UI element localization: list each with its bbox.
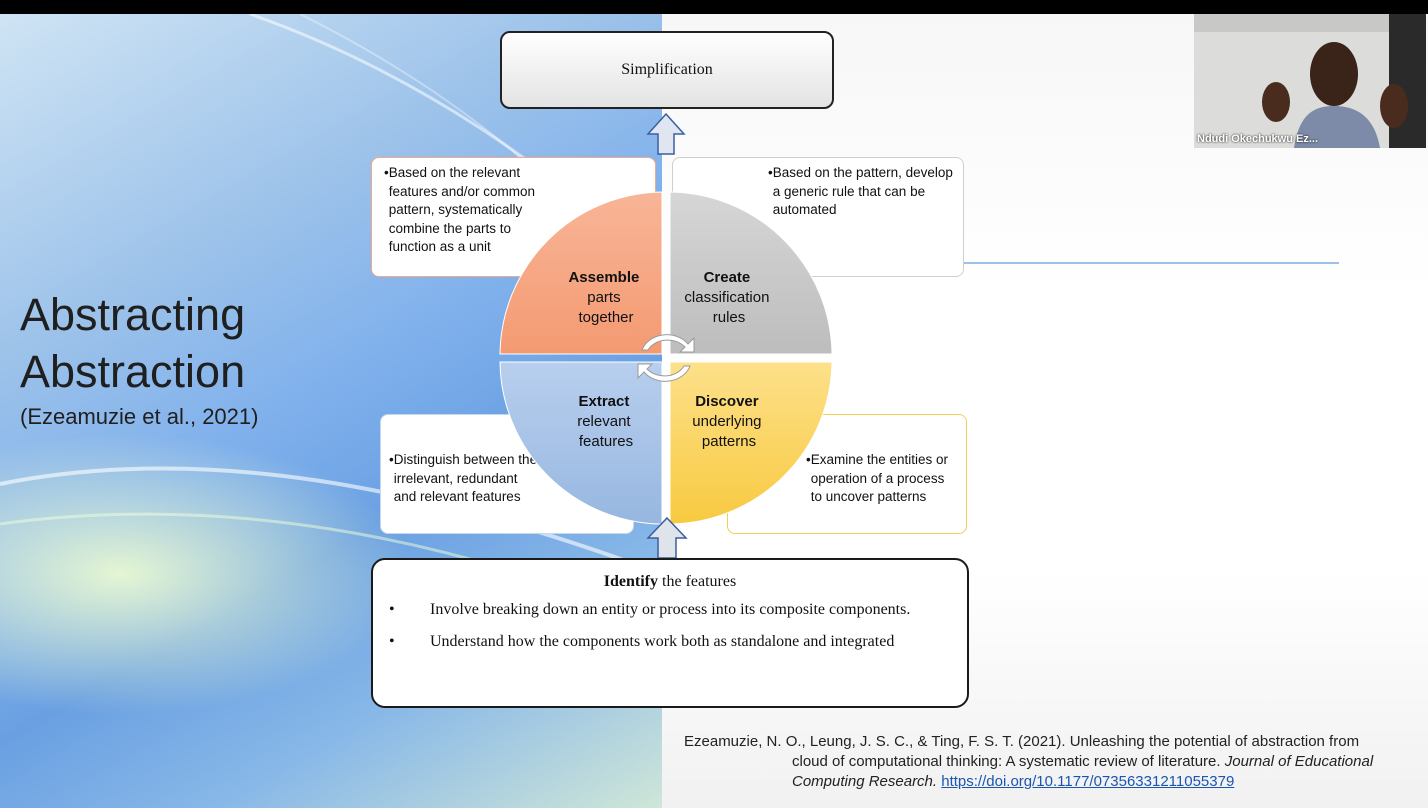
reference-citation: Ezeamuzie, N. O., Leung, J. S. C., & Tin… <box>684 732 1414 792</box>
note-create-text: Based on the pattern, develop a generic … <box>772 165 953 217</box>
title-line-2: Abstraction <box>20 346 246 397</box>
reference-title: cloud of computational thinking: A syste… <box>792 753 1221 770</box>
quadrant-extract-title: Extract <box>578 393 629 410</box>
participant-video-tile[interactable]: Ndudi Okechukwu Ez... <box>1194 14 1426 148</box>
participant-video-icon <box>1194 14 1426 148</box>
participant-name: Ndudi Okechukwu Ez... <box>1197 133 1319 145</box>
arrow-up-to-simplification-icon <box>646 112 686 155</box>
bullet-dot: • <box>384 165 389 180</box>
quadrant-discover <box>669 361 833 525</box>
bullet-dot: • <box>389 601 395 618</box>
abstraction-cycle-diagram: Assemble parts together Create classific… <box>499 191 833 525</box>
reference-journal: Journal of Educational Computing Researc… <box>792 753 1374 790</box>
identify-heading-rest: the features <box>662 573 737 590</box>
arrow-up-from-identify-icon <box>646 516 688 559</box>
quadrant-discover-title: Discover <box>695 393 759 410</box>
bullet-dot: • <box>389 452 394 467</box>
note-assemble-text: Based on the relevant features and/or co… <box>388 165 536 254</box>
note-extract-text: Distinguish between the irrelevant, redu… <box>393 452 538 504</box>
quadrant-create <box>669 191 833 355</box>
svg-text:Extract relevant f: Extract relevant features <box>577 393 635 450</box>
identify-item-text: Involve breaking down an entity or proce… <box>430 601 911 618</box>
bullet-dot: • <box>768 165 773 180</box>
quadrant-assemble-line2: together <box>578 309 633 326</box>
svg-text:Discover underlying: Discover underlying patterns <box>692 393 765 450</box>
identify-list: • Involve breaking down an entity or proc… <box>373 599 967 653</box>
title-line-1: Abstracting <box>20 289 246 340</box>
quadrant-discover-line2: patterns <box>702 433 756 450</box>
bullet-dot: • <box>389 633 395 650</box>
bullet-dot: • <box>806 452 811 467</box>
quadrant-discover-line1: underlying <box>692 413 761 430</box>
reference-doi-link[interactable]: https://doi.org/10.1177/0735633121105537… <box>941 773 1235 790</box>
svg-text:Create classification: Create classification rules <box>684 269 773 326</box>
reference-line-1: Ezeamuzie, N. O., Leung, J. S. C., & Tin… <box>684 733 1360 750</box>
cycle-arrows-icon <box>637 334 695 382</box>
identify-item: • Understand how the components work both… <box>373 631 967 653</box>
identify-heading: Identify the features <box>373 573 967 591</box>
identify-heading-bold: Identify <box>603 573 659 590</box>
quadrant-assemble-line1: parts <box>587 289 620 306</box>
quadrant-extract <box>499 361 663 525</box>
identify-item: • Involve breaking down an entity or proc… <box>373 599 967 621</box>
simplification-label: Simplification <box>621 61 713 78</box>
note-discover-text: Examine the entities or operation of a p… <box>810 452 949 504</box>
identify-box: Identify the features • Involve breaking … <box>371 558 969 708</box>
simplification-box: Simplification <box>500 31 834 109</box>
quadrant-create-line2: rules <box>713 309 746 326</box>
identify-item-text: Understand how the components work both … <box>430 633 895 650</box>
quadrant-assemble-title: Assemble <box>568 269 639 286</box>
quadrant-extract-line1: relevant <box>577 413 631 430</box>
quadrant-assemble <box>499 191 663 355</box>
quadrant-create-title: Create <box>704 269 751 286</box>
quadrant-extract-line2: features <box>579 433 633 450</box>
slide-title: Abstracting Abstraction (Ezeamuzie et al… <box>20 286 258 432</box>
slide: Abstracting Abstraction (Ezeamuzie et al… <box>0 14 1428 808</box>
title-citation: (Ezeamuzie et al., 2021) <box>20 404 259 429</box>
quadrant-create-line1: classification <box>684 289 769 306</box>
divider-line <box>964 262 1339 264</box>
svg-text:Assemble parts tog: Assemble parts together <box>568 269 643 326</box>
reference-line-2: cloud of computational thinking: A syste… <box>684 752 1414 792</box>
